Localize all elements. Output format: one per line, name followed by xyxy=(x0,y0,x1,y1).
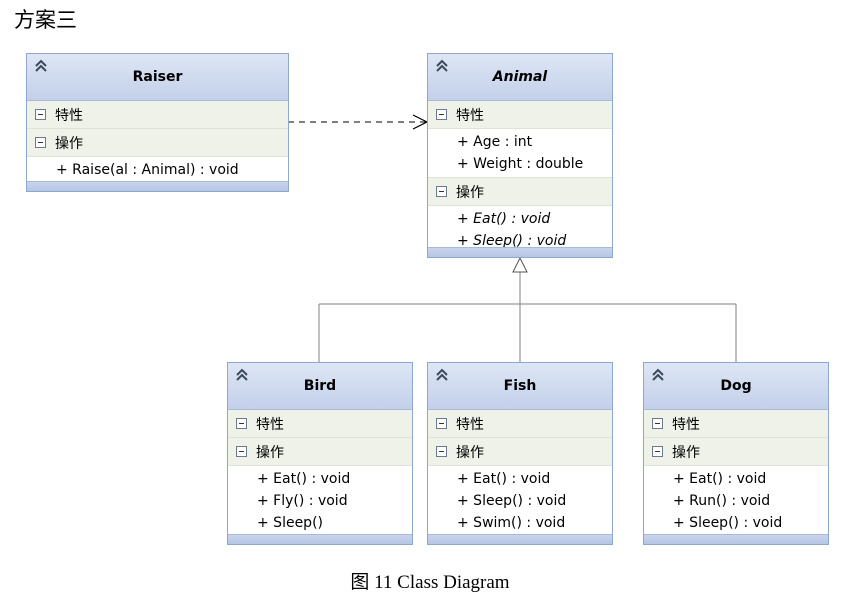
class-raiser-header: Raiser xyxy=(27,54,288,101)
operation-item: + Eat() : void xyxy=(673,471,767,487)
operation-item: + Sleep() : void xyxy=(457,493,567,509)
operations-list: + Eat() : void + Fly() : void + Sleep() xyxy=(228,466,412,536)
collapse-minus-icon[interactable] xyxy=(652,446,663,457)
operations-section[interactable]: 操作 xyxy=(27,129,288,157)
collapse-minus-icon[interactable] xyxy=(436,418,447,429)
operations-section[interactable]: 操作 xyxy=(428,438,612,466)
collapse-chevron-icon[interactable] xyxy=(234,367,250,383)
operations-section[interactable]: 操作 xyxy=(428,178,612,206)
generalization-arrowhead xyxy=(512,256,528,273)
attributes-section[interactable]: 特性 xyxy=(428,410,612,438)
operations-list: + Eat() : void + Sleep() : void + Swim()… xyxy=(428,466,612,536)
operation-item: + Run() : void xyxy=(673,493,771,509)
figure-caption: 图 11 Class Diagram xyxy=(350,572,510,593)
section-label: 特性 xyxy=(256,416,284,433)
operations-list: + Eat() : void + Sleep() : void xyxy=(428,206,612,254)
section-label: 特性 xyxy=(456,416,484,433)
page-heading: 方案三 xyxy=(14,8,77,32)
operations-section[interactable]: 操作 xyxy=(644,438,828,466)
section-label: 特性 xyxy=(672,416,700,433)
section-label: 操作 xyxy=(256,444,284,461)
class-fish[interactable]: Fish 特性 操作 + Eat() : void + Sleep() : vo… xyxy=(427,362,613,545)
collapse-minus-icon[interactable] xyxy=(35,109,46,120)
collapse-chevron-icon[interactable] xyxy=(434,58,450,74)
class-footer xyxy=(644,534,828,544)
class-name: Fish xyxy=(503,378,537,394)
attributes-list: + Age : int + Weight : double xyxy=(428,129,612,178)
collapse-minus-icon[interactable] xyxy=(436,446,447,457)
operation-item: + Eat() : void xyxy=(257,471,351,487)
attributes-section[interactable]: 特性 xyxy=(228,410,412,438)
collapse-minus-icon[interactable] xyxy=(652,418,663,429)
operation-item: + Sleep() xyxy=(257,515,323,531)
collapse-minus-icon[interactable] xyxy=(436,186,447,197)
section-label: 操作 xyxy=(55,135,83,152)
collapse-minus-icon[interactable] xyxy=(236,418,247,429)
collapse-minus-icon[interactable] xyxy=(436,109,447,120)
class-footer xyxy=(428,247,612,257)
collapse-minus-icon[interactable] xyxy=(35,137,46,148)
operation-item: + Eat() : void xyxy=(457,471,551,487)
operation-item: + Fly() : void xyxy=(257,493,348,509)
section-label: 操作 xyxy=(456,184,484,201)
class-name: Raiser xyxy=(132,69,183,85)
class-raiser[interactable]: Raiser 特性 操作 + Raise(al : Animal) : void xyxy=(26,53,289,192)
operations-section[interactable]: 操作 xyxy=(228,438,412,466)
collapse-chevron-icon[interactable] xyxy=(650,367,666,383)
class-footer xyxy=(228,534,412,544)
operation-item: + Sleep() : void xyxy=(457,233,567,249)
attributes-section[interactable]: 特性 xyxy=(27,101,288,129)
collapse-chevron-icon[interactable] xyxy=(33,58,49,74)
collapse-chevron-icon[interactable] xyxy=(434,367,450,383)
class-footer xyxy=(428,534,612,544)
attributes-section[interactable]: 特性 xyxy=(644,410,828,438)
operation-item: + Raise(al : Animal) : void xyxy=(56,162,239,178)
collapse-minus-icon[interactable] xyxy=(236,446,247,457)
operations-list: + Eat() : void + Run() : void + Sleep() … xyxy=(644,466,828,536)
operation-item: + Sleep() : void xyxy=(673,515,783,531)
class-animal-header: Animal xyxy=(428,54,612,101)
class-name: Bird xyxy=(303,378,337,394)
attributes-section[interactable]: 特性 xyxy=(428,101,612,129)
class-name: Dog xyxy=(720,378,752,394)
section-label: 特性 xyxy=(456,107,484,124)
class-bird-header: Bird xyxy=(228,363,412,410)
section-label: 操作 xyxy=(456,444,484,461)
operation-item: + Swim() : void xyxy=(457,515,566,531)
class-fish-header: Fish xyxy=(428,363,612,410)
attribute-item: + Age : int xyxy=(457,134,533,150)
operations-list: + Raise(al : Animal) : void xyxy=(27,157,288,183)
class-footer xyxy=(27,181,288,191)
operation-item: + Eat() : void xyxy=(457,211,551,227)
class-name: Animal xyxy=(492,69,548,85)
section-label: 操作 xyxy=(672,444,700,461)
attribute-item: + Weight : double xyxy=(457,156,584,172)
class-dog-header: Dog xyxy=(644,363,828,410)
class-animal[interactable]: Animal 特性 + Age : int + Weight : double … xyxy=(427,53,613,258)
section-label: 特性 xyxy=(55,107,83,124)
class-bird[interactable]: Bird 特性 操作 + Eat() : void + Fly() : void… xyxy=(227,362,413,545)
class-dog[interactable]: Dog 特性 操作 + Eat() : void + Run() : void … xyxy=(643,362,829,545)
